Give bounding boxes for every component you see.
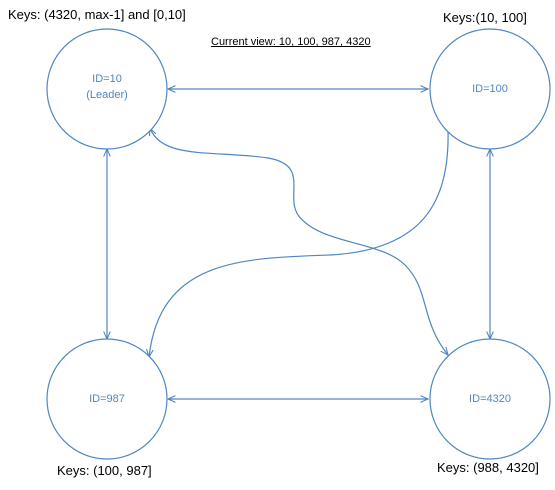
node-987[interactable]: ID=987 bbox=[46, 338, 168, 460]
keys-label-100: Keys:(10, 100] bbox=[443, 10, 527, 25]
node-10-circle bbox=[46, 28, 168, 150]
node-100-circle bbox=[429, 28, 551, 150]
edge-10-4320 bbox=[150, 128, 448, 355]
node-100-label: ID=100 bbox=[472, 83, 508, 95]
keys-label-4320: Keys: (988, 4320] bbox=[437, 460, 539, 475]
node-987-circle bbox=[46, 338, 168, 460]
node-987-label: ID=987 bbox=[89, 393, 125, 405]
node-4320-circle bbox=[429, 338, 551, 460]
node-10-role: (Leader) bbox=[86, 89, 128, 101]
node-4320-label: ID=4320 bbox=[469, 393, 511, 405]
current-view-label: Current view: 10, 100, 987, 4320 bbox=[211, 36, 371, 48]
keys-label-987: Keys: (100, 987] bbox=[57, 463, 152, 478]
node-10-label: ID=10 bbox=[92, 73, 122, 85]
node-4320[interactable]: ID=4320 bbox=[429, 338, 551, 460]
node-100[interactable]: ID=100 bbox=[429, 28, 551, 150]
keys-label-10: Keys: (4320, max-1] and [0,10] bbox=[8, 7, 186, 22]
edge-100-987 bbox=[149, 129, 449, 357]
node-10[interactable]: ID=10 (Leader) bbox=[46, 28, 168, 150]
